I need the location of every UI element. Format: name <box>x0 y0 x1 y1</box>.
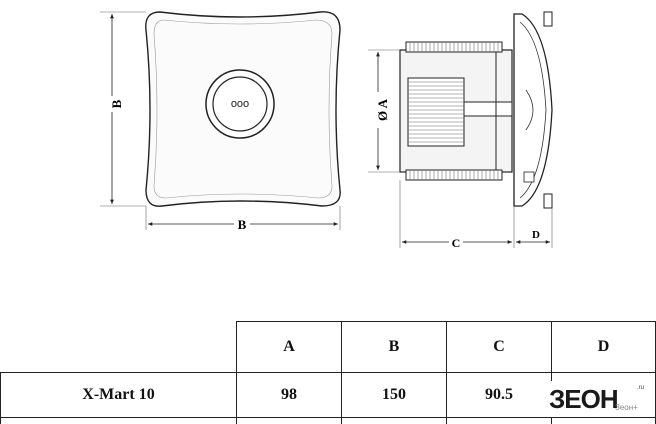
control-button-inner <box>212 76 268 132</box>
dim-label-height: B <box>109 99 124 108</box>
table-header-b: B <box>341 321 447 373</box>
table-row-next-d <box>551 417 656 424</box>
table-row-next-a <box>236 417 342 424</box>
dim-label-c: C <box>452 236 461 250</box>
table-row-next-c <box>446 417 552 424</box>
dim-label-d: D <box>532 229 540 241</box>
table-row-next-b <box>341 417 447 424</box>
dim-label-width: B <box>238 217 247 232</box>
front-view: ooo B B <box>100 11 341 232</box>
logo-sub: Зеон+ <box>615 403 638 412</box>
table-header-a: A <box>236 321 342 373</box>
table-header-c: C <box>446 321 552 373</box>
table-cell-b: 150 <box>341 372 447 418</box>
button-glyph: ooo <box>231 98 249 110</box>
table-header-d: D <box>551 321 656 373</box>
logo-main: ЗЕОН <box>549 383 619 414</box>
side-view: Ø A C D <box>368 11 553 250</box>
watermark-logo: ЗЕОН .ru Зеон+ <box>549 381 653 417</box>
technical-drawing: ooo B B <box>100 11 553 250</box>
table-cell-a: 98 <box>236 372 342 418</box>
table-cell-c: 90.5 <box>446 372 552 418</box>
table-row-model: X-Mart 10 <box>0 372 237 418</box>
logo-tiny: .ru <box>637 385 645 391</box>
dim-label-diameter: Ø A <box>375 98 390 121</box>
table-row-next <box>0 417 237 424</box>
